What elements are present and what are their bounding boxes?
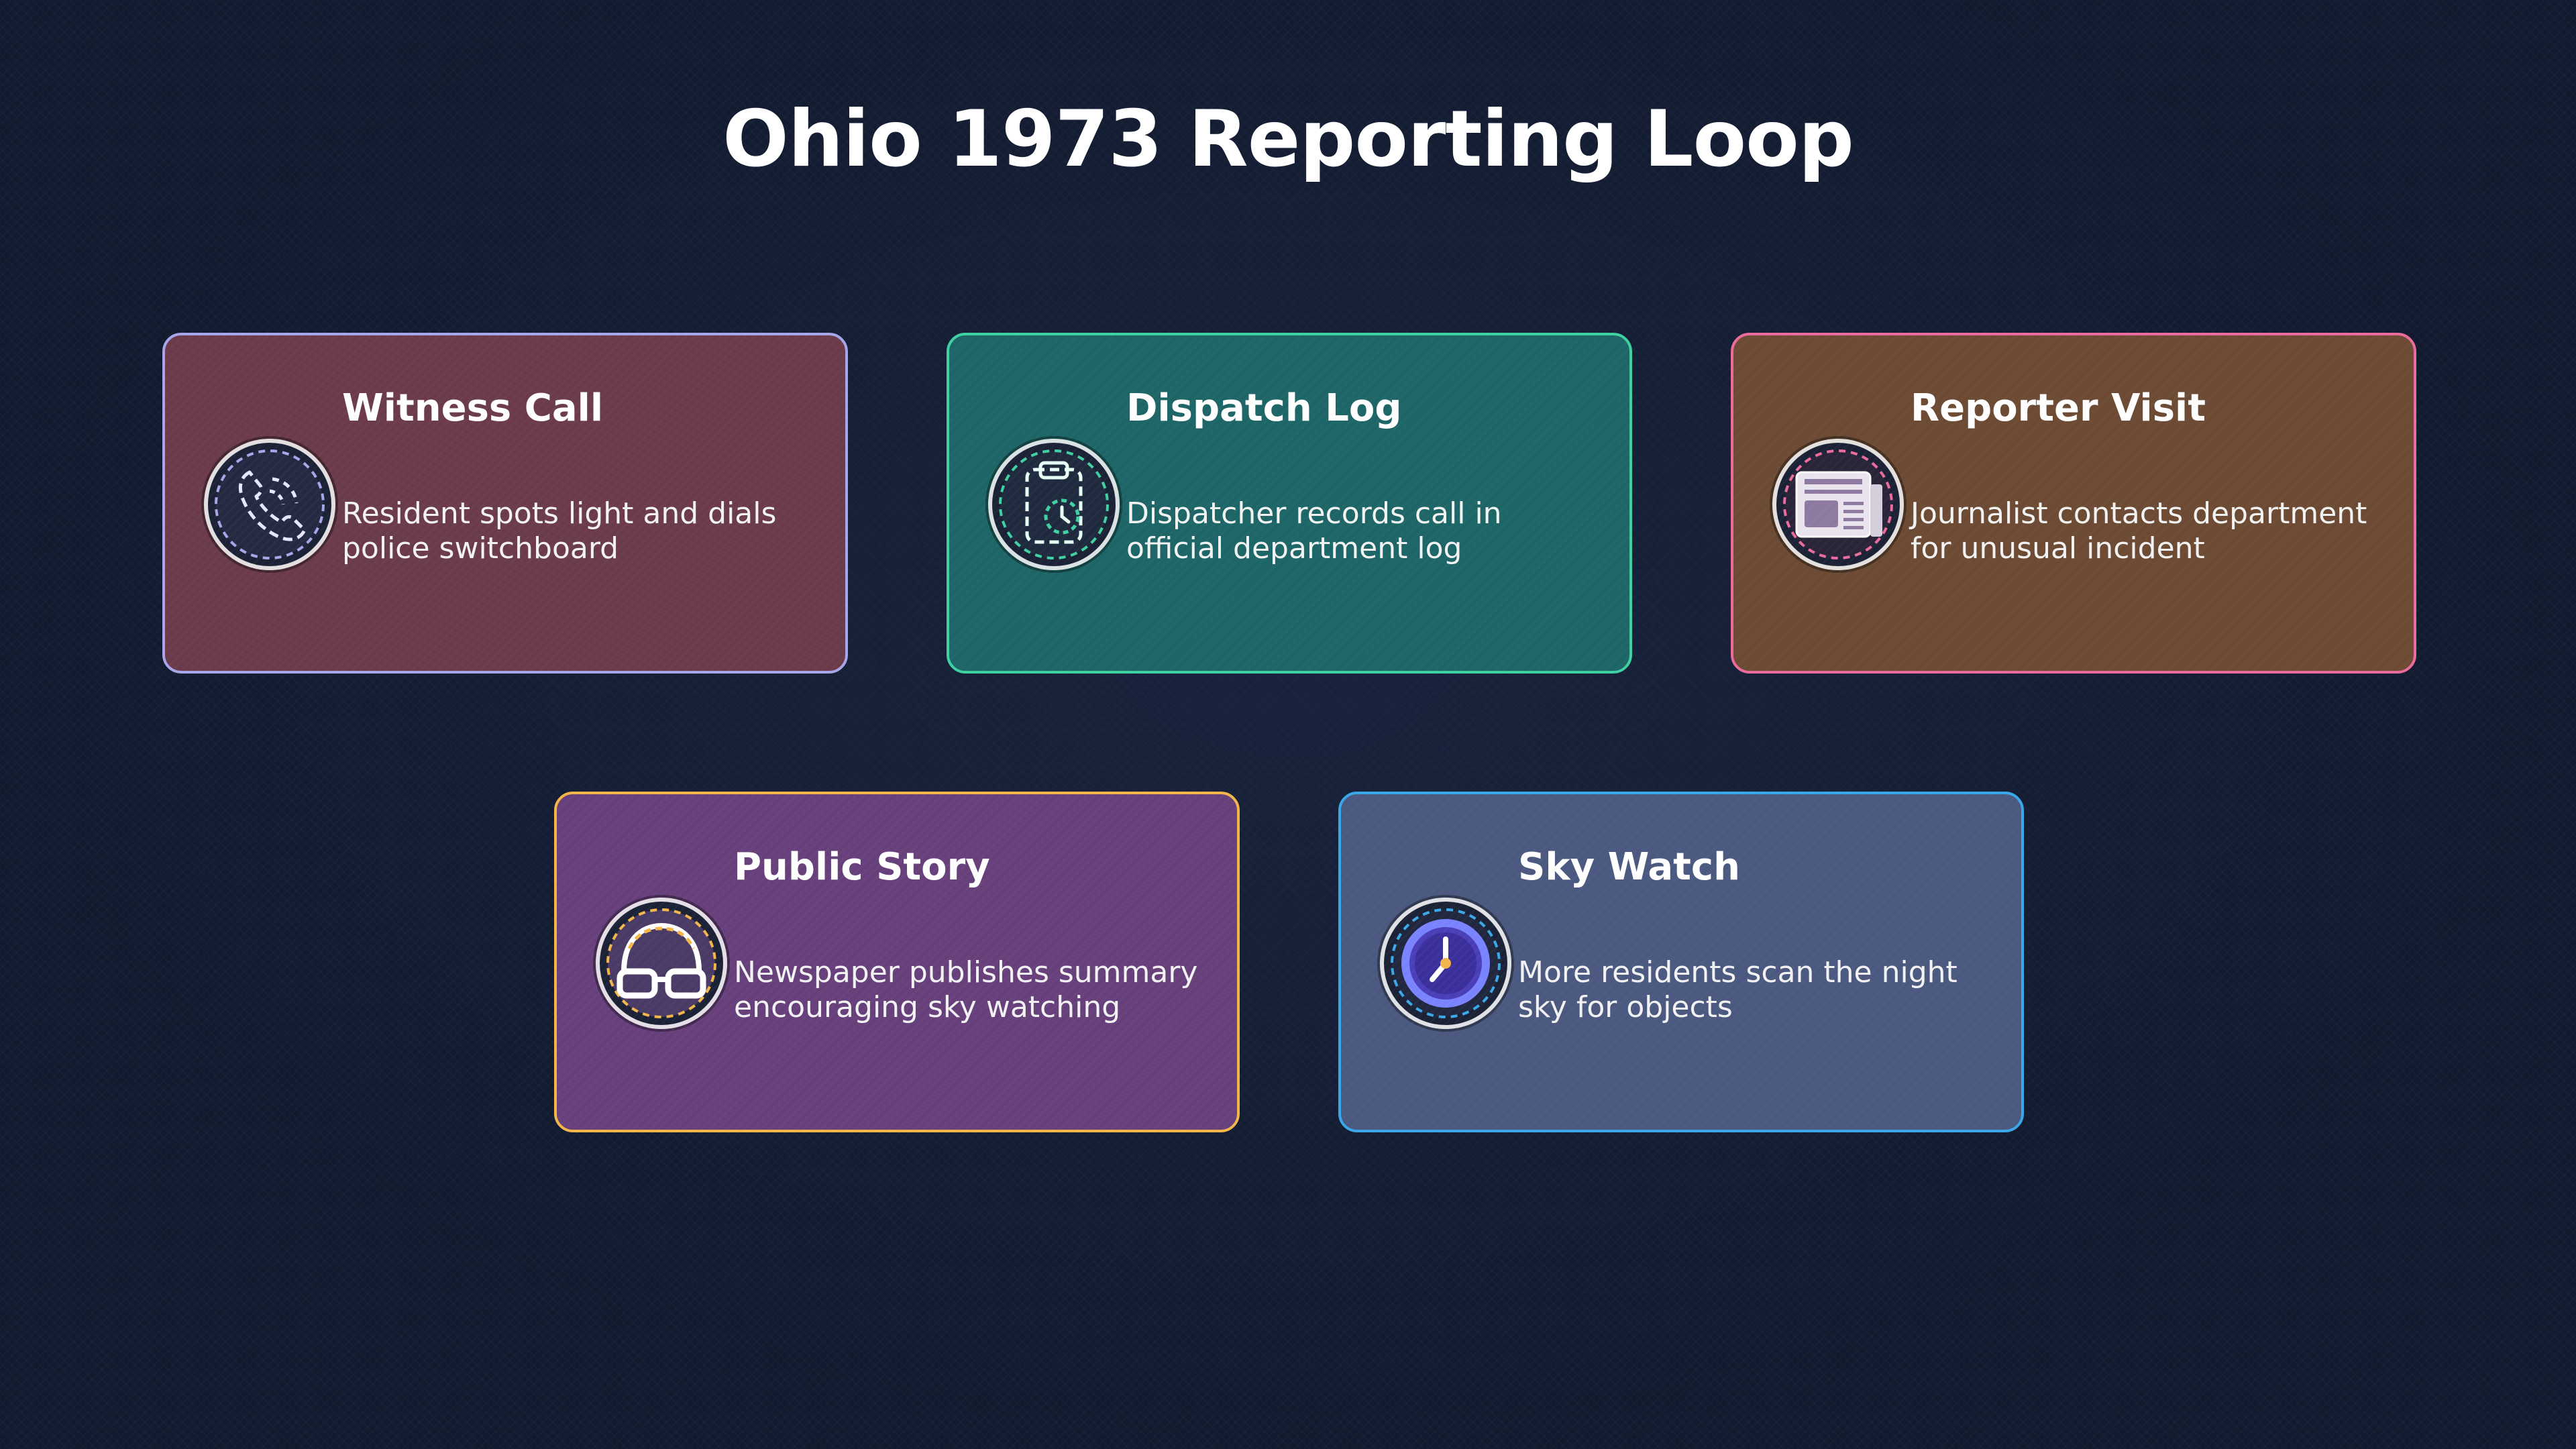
phone-icon	[208, 443, 331, 566]
card-title: Public Story	[734, 845, 990, 889]
card-public-story: Public Story Newspaper publishes summary…	[554, 792, 1240, 1132]
card-title: Witness Call	[342, 386, 604, 430]
card-title: Reporter Visit	[1911, 386, 2206, 430]
card-dispatch-log: Dispatch Log Dispatcher records call in …	[947, 333, 1632, 674]
clipboard-clock-icon	[992, 443, 1116, 566]
card-description: Dispatcher records call in official depa…	[1126, 496, 1502, 566]
card-title: Sky Watch	[1518, 845, 1740, 889]
card-description: Newspaper publishes summary encouraging …	[734, 955, 1198, 1024]
card-title: Dispatch Log	[1126, 386, 1402, 430]
card-sky-watch: Sky Watch More residents scan the night …	[1338, 792, 2024, 1132]
card-reporter-visit: Reporter Visit Journalist contacts depar…	[1731, 333, 2416, 674]
card-description: More residents scan the night sky for ob…	[1518, 955, 1957, 1024]
newspaper-icon	[1776, 443, 1900, 566]
reading-glasses-icon	[600, 902, 723, 1025]
clock-icon	[1384, 902, 1507, 1025]
card-witness-call: Witness Call Resident spots light and di…	[162, 333, 848, 674]
card-description: Resident spots light and dials police sw…	[342, 496, 777, 566]
card-description: Journalist contacts department for unusu…	[1911, 496, 2367, 566]
diagram-title: Ohio 1973 Reporting Loop	[722, 94, 1854, 184]
